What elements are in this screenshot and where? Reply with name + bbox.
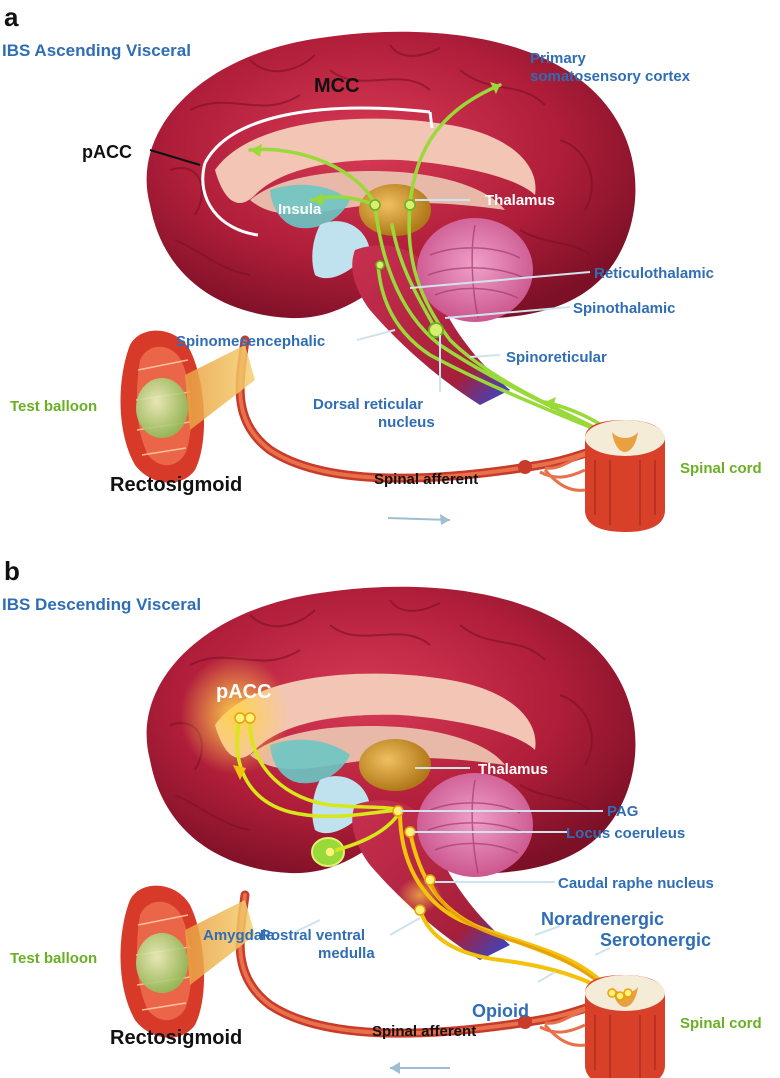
label-spinal-afferent-b: Spinal afferent [372, 1023, 476, 1040]
label-thalamus-b: Thalamus [478, 761, 548, 778]
leader-lines-b [294, 767, 611, 983]
leader-lines-a [149, 149, 591, 392]
label-rectosigmoid-a: Rectosigmoid [110, 474, 242, 496]
panel-a-title: IBS Ascending Visceral [2, 41, 191, 60]
label-spinothalamic: Spinothalamic [573, 300, 676, 317]
label-noradrenergic: Noradrenergic [541, 909, 664, 929]
label-dorsal-reticular-2: nucleus [378, 414, 435, 431]
panel-b-letter: b [4, 556, 20, 586]
label-thalamus-a: Thalamus [485, 192, 555, 209]
label-spinal-cord-a: Spinal cord [680, 460, 762, 477]
panel-b: b IBS Descending Visceral [2, 556, 762, 1078]
label-primary-2: somatosensory cortex [530, 68, 691, 85]
label-amygdala: Amygdala [203, 927, 275, 944]
label-mcc: MCC [314, 75, 360, 97]
label-rostral-ventral-2: medulla [318, 945, 375, 962]
label-caudal-raphe: Caudal raphe nucleus [558, 875, 714, 892]
pacc-bracket [201, 162, 259, 237]
spinal-endpoints-b [607, 988, 633, 1001]
brain-b [145, 585, 637, 961]
label-rectosigmoid-b: Rectosigmoid [110, 1027, 242, 1049]
label-pag: PAG [607, 803, 638, 820]
label-pacc-b: pACC [216, 681, 272, 703]
label-reticulothalamic: Reticulothalamic [594, 265, 714, 282]
label-primary-1: Primary [530, 50, 587, 67]
label-insula: Insula [278, 201, 322, 218]
label-spinal-cord-b: Spinal cord [680, 1015, 762, 1032]
panel-b-title: IBS Descending Visceral [2, 595, 201, 614]
label-dorsal-reticular-1: Dorsal reticular [313, 396, 423, 413]
label-serotonergic: Serotonergic [600, 930, 711, 950]
label-pacc: pACC [82, 142, 132, 162]
label-locus-coeruleus: Locus coeruleus [566, 825, 685, 842]
label-opioid: Opioid [472, 1001, 529, 1021]
label-spinomesencephalic: Spinomesencephalic [176, 333, 325, 350]
label-test-balloon-a: Test balloon [10, 398, 97, 415]
descending-tracts [233, 712, 614, 995]
label-spinoreticular: Spinoreticular [506, 349, 607, 366]
label-test-balloon-b: Test balloon [10, 950, 97, 967]
mcc-bracket [203, 106, 431, 164]
direction-arrow-a [387, 514, 451, 525]
panel-a: a IBS Ascending Visceral [2, 2, 762, 532]
label-rostral-ventral-1: Rostral ventral [260, 927, 365, 944]
direction-arrow-b [390, 1062, 450, 1074]
panel-a-letter: a [4, 2, 19, 32]
label-spinal-afferent-a: Spinal afferent [374, 471, 478, 488]
